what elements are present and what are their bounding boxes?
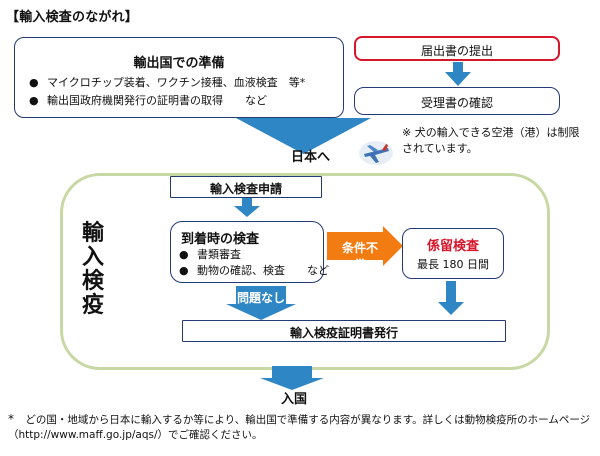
detention-inspection-box: 係留検査 最長 180 日間 [402, 228, 504, 279]
arrival-inspection-bullet-1: ● 書類審査 [179, 247, 329, 263]
receipt-confirmation-box: 受理書の確認 [354, 87, 560, 115]
arrival-inspection-bullet-2-text: 動物の確認、検査 など [197, 264, 329, 277]
import-inspection-application-box: 輸入検査申請 [170, 176, 322, 198]
arrival-inspection-bullets: ● 書類審査 ● 動物の確認、検査 など [179, 247, 329, 279]
airport-restriction-note: ※ 犬の輸入できる空港（港）は制限されています。 [402, 126, 580, 155]
bullet-icon: ● [179, 264, 189, 277]
bullet-icon: ● [29, 94, 39, 107]
arrival-inspection-title: 到着時の検査 [181, 232, 260, 247]
entry-arrow-icon [260, 366, 324, 390]
import-quarantine-label-3: 検 [82, 269, 105, 294]
import-quarantine-label-1: 輸 [82, 221, 105, 246]
certificate-issuance-title: 輸入検疫証明書発行 [289, 326, 398, 340]
condition-arrow-icon [327, 226, 403, 266]
notification-submission-box: 届出書の提出 [354, 36, 560, 61]
export-prep-title: 輸出国での準備 [133, 56, 225, 71]
to-japan-arrow-icon [236, 118, 371, 154]
arrival-inspection-bullet-1-text: 書類審査 [197, 248, 241, 261]
detention-inspection-title: 係留検査 [426, 239, 479, 254]
bullet-icon: ● [179, 248, 189, 261]
airplane-icon [358, 138, 395, 167]
footnote-mark: * [8, 412, 14, 426]
no-problem-arrow-icon [226, 286, 296, 320]
bullet-icon: ● [29, 76, 39, 89]
application-down-arrow-icon [234, 198, 260, 217]
detention-inspection-detail: 最長 180 日間 [417, 258, 489, 271]
arrival-inspection-box: 到着時の検査 ● 書類審査 ● 動物の確認、検査 など [170, 221, 329, 283]
footnote-text: どの国・地域から日本に輸入するか等により、輸出国で準備する内容が異なります。詳し… [8, 414, 591, 441]
arrival-inspection-bullet-2: ● 動物の確認、検査 など [179, 263, 329, 279]
export-prep-box: 輸出国での準備 ● マイクロチップ装着、ワクチン接種、血液検査 等* ● 輸出国… [14, 37, 344, 118]
submission-down-arrow-icon [445, 62, 471, 86]
arrival-label: 日本へ [291, 150, 331, 165]
import-inspection-application-title: 輸入検査申請 [209, 182, 282, 196]
receipt-confirmation-title: 受理書の確認 [420, 96, 493, 110]
export-prep-bullets: ● マイクロチップ装着、ワクチン接種、血液検査 等* ● 輸出国政府機関発行の証… [29, 74, 305, 110]
entry-label: 入国 [281, 392, 308, 407]
footnote: * どの国・地域から日本に輸入するか等により、輸出国で準備する内容が異なります。… [8, 412, 594, 443]
export-prep-bullet-2-text: 輸出国政府機関発行の証明書の取得 など [47, 94, 267, 107]
notification-submission-title: 届出書の提出 [420, 44, 493, 58]
export-prep-bullet-1-text: マイクロチップ装着、ワクチン接種、血液検査 等* [47, 76, 306, 89]
certificate-issuance-box: 輸入検疫証明書発行 [182, 320, 506, 342]
condition-insufficient-label: 条件不備 [341, 241, 378, 272]
no-problem-label: 問題なし [237, 291, 286, 305]
export-prep-bullet-2: ● 輸出国政府機関発行の証明書の取得 など [29, 92, 305, 110]
export-prep-bullet-1: ● マイクロチップ装着、ワクチン接種、血液検査 等* [29, 74, 305, 92]
import-quarantine-label-2: 入 [82, 245, 105, 270]
import-quarantine-label: 輸 入 検 疫 [82, 221, 105, 318]
import-quarantine-label-4: 疫 [82, 293, 105, 318]
detention-to-certificate-arrow-icon [438, 281, 464, 315]
page-title: 【輸入検査のながれ】 [6, 10, 139, 25]
